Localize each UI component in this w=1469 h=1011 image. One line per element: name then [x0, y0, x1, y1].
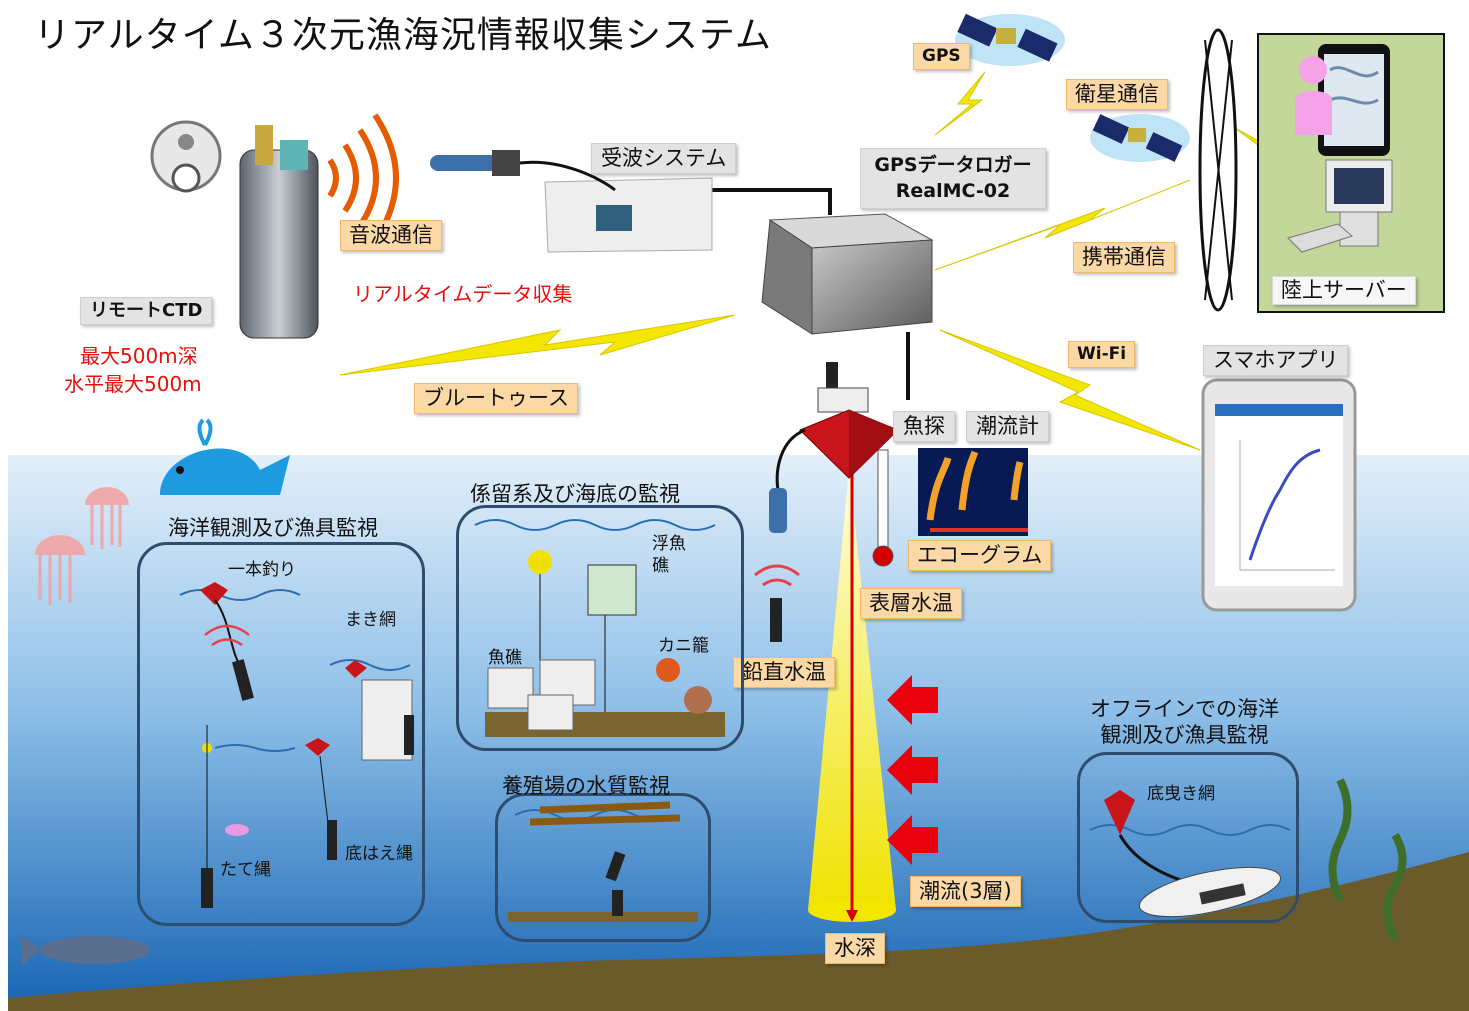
offline-title: オフラインでの海洋 観測及び漁具監視	[1090, 696, 1279, 749]
water-depth-label: 水深	[825, 933, 885, 964]
mobile-bolt	[934, 179, 1191, 271]
aquaculture-title: 養殖場の水質監視	[502, 774, 670, 798]
page-title: リアルタイム３次元漁海況情報収集システム	[34, 15, 772, 56]
aquaculture-scene	[508, 801, 698, 922]
pole-line-label: 一本釣り	[228, 560, 296, 580]
gps-logger-line2: RealMC-02	[895, 179, 1011, 202]
smartphone-app-tablet	[1201, 378, 1357, 612]
floating-reef-label-1: 浮魚	[652, 534, 686, 554]
mooring-scene	[474, 519, 725, 737]
fish-reef-label: 魚礁	[488, 648, 522, 668]
realtime-collect-label: リアルタイムデータ収集	[353, 282, 573, 306]
fish-finder-label: 魚探	[893, 411, 955, 442]
bottom-trawl-label: 底曳き網	[1147, 784, 1215, 804]
land-server-label: 陸上サーバー	[1272, 276, 1416, 305]
user-body	[1295, 91, 1332, 135]
ship	[799, 362, 899, 479]
fish-tuna	[22, 935, 150, 965]
aquaculture-panel	[495, 793, 711, 942]
purse-seine-label: まき網	[345, 610, 396, 630]
vertical-temp-label: 鉛直水温	[733, 657, 835, 688]
seabed	[8, 852, 1469, 1011]
whale	[160, 418, 290, 495]
smartphone-app-label: スマホアプリ	[1203, 345, 1349, 376]
gps-logger-box	[761, 213, 934, 335]
wifi-label: Wi-Fi	[1068, 341, 1136, 368]
gps-satellite	[955, 13, 1065, 66]
max-depth-label: 最大500m深	[80, 344, 198, 368]
remote-ctd-label: リモートCTD	[80, 297, 213, 325]
antenna-cross	[1204, 39, 1233, 301]
acoustic-comm-label: 音波通信	[340, 220, 442, 251]
comm-satellite	[1090, 114, 1190, 162]
gps-logger-line1: GPSデータロガー	[874, 154, 1032, 176]
gps-label: GPS	[913, 43, 970, 70]
bottom-longline-label: 底はえ縄	[345, 844, 413, 864]
gps-logger-label: GPSデータロガー RealMC-02	[860, 148, 1046, 210]
ocean-obs-title: 海洋観測及び漁具監視	[168, 516, 378, 540]
max-horizontal-label: 水平最大500m	[64, 372, 202, 396]
pc-keyboard	[1287, 223, 1354, 253]
echogram-label: エコーグラム	[908, 540, 1052, 571]
antenna-oval	[1198, 28, 1238, 312]
bluetooth-label: ブルートゥース	[414, 383, 578, 414]
user-head	[1299, 56, 1327, 84]
surface-temp-label: 表層水温	[860, 588, 962, 619]
mobile-comm-label: 携帯通信	[1073, 242, 1175, 273]
ocean-obs-scene	[179, 582, 414, 908]
remote-ctd-device	[150, 120, 319, 339]
gps-bolt	[934, 71, 986, 136]
crab-pot-label: カニ籠	[658, 636, 709, 656]
offline-title-line2: 観測及び漁具監視	[1100, 723, 1269, 748]
seaweed	[1328, 778, 1407, 942]
current-arrows	[887, 675, 938, 865]
receiver-device	[430, 150, 713, 253]
satellite-comm-label: 衛星通信	[1066, 79, 1168, 110]
vertical-longline-label: たて縄	[220, 860, 271, 880]
ocean-obs-panel	[137, 542, 425, 926]
offline-panel	[1077, 752, 1299, 923]
offline-title-line1: オフラインでの海洋	[1090, 697, 1279, 721]
mooring-title: 係留系及び海底の監視	[470, 482, 680, 506]
jellyfish	[35, 487, 129, 605]
current-3-layers-label: 潮流(3層)	[910, 876, 1021, 907]
bluetooth-bolt	[339, 314, 736, 376]
floating-reef-label-2: 礁	[652, 556, 669, 576]
offline-scene	[1089, 790, 1291, 918]
receiver-system-label: 受波システム	[591, 143, 737, 174]
current-meter-label: 潮流計	[966, 411, 1049, 442]
wifi-bolt	[939, 329, 1201, 451]
mooring-panel	[456, 505, 744, 751]
